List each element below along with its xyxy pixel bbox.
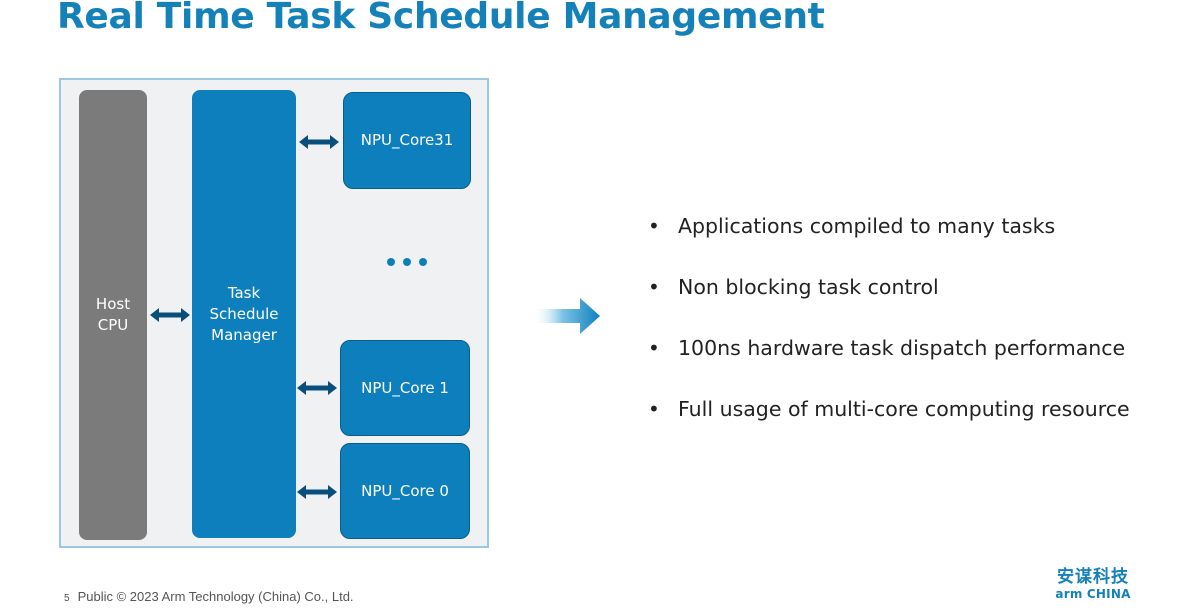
- tsm-core31-double-arrow-icon: [299, 135, 339, 149]
- bullet-text: 100ns hardware task dispatch performance: [678, 336, 1126, 360]
- tsm-label-line-3: Manager: [211, 325, 277, 344]
- npu-core1-block: NPU_Core 1: [340, 340, 470, 436]
- list-item: • Non blocking task control: [648, 269, 1130, 330]
- npu-core31-block: NPU_Core31: [343, 92, 471, 189]
- bullet-icon: •: [648, 214, 660, 238]
- tsm-label-line-2: Schedule: [209, 304, 279, 323]
- tsm-core1-double-arrow-icon: [297, 381, 337, 395]
- arm-china-logo: 安谋科技 arm CHINA: [1052, 567, 1134, 601]
- ellipsis-dots-icon: [387, 258, 427, 266]
- tsm-core0-double-arrow-icon: [297, 485, 337, 499]
- logo-english-text: arm CHINA: [1055, 587, 1131, 601]
- logo-chinese-text: 安谋科技: [1057, 567, 1129, 587]
- task-schedule-manager-block: Task Schedule Manager: [192, 90, 296, 538]
- host-cpu-label-line-2: CPU: [97, 316, 129, 334]
- bullet-text: Non blocking task control: [678, 275, 939, 299]
- page-number: 5: [64, 593, 70, 604]
- bullet-text: Full usage of multi-core computing resou…: [678, 397, 1130, 421]
- host-cpu-label-line-1: Host: [95, 295, 131, 313]
- npu-core0-block: NPU_Core 0: [340, 443, 470, 539]
- list-item: • Full usage of multi-core computing reso…: [648, 391, 1130, 452]
- copyright-text: Public © 2023 Arm Technology (China) Co.…: [77, 589, 354, 604]
- bullet-icon: •: [648, 397, 660, 421]
- host-tsm-double-arrow-icon: [150, 308, 190, 322]
- page-title: Real Time Task Schedule Management: [57, 0, 825, 37]
- bullet-icon: •: [648, 275, 660, 299]
- feature-list: • Applications compiled to many tasks • No…: [648, 208, 1130, 452]
- tsm-label-line-1: Task: [227, 283, 261, 302]
- architecture-diagram: Host CPU Task Schedule Manager NPU_Core3…: [59, 78, 489, 548]
- list-item: • 100ns hardware task dispatch performanc…: [648, 330, 1130, 391]
- list-item: • Applications compiled to many tasks: [648, 208, 1130, 269]
- host-cpu-block: Host CPU: [79, 90, 147, 540]
- right-arrow-icon: [532, 298, 600, 334]
- footer: 5 Public © 2023 Arm Technology (China) Co…: [64, 589, 354, 604]
- bullet-icon: •: [648, 336, 660, 360]
- bullet-text: Applications compiled to many tasks: [678, 214, 1056, 238]
